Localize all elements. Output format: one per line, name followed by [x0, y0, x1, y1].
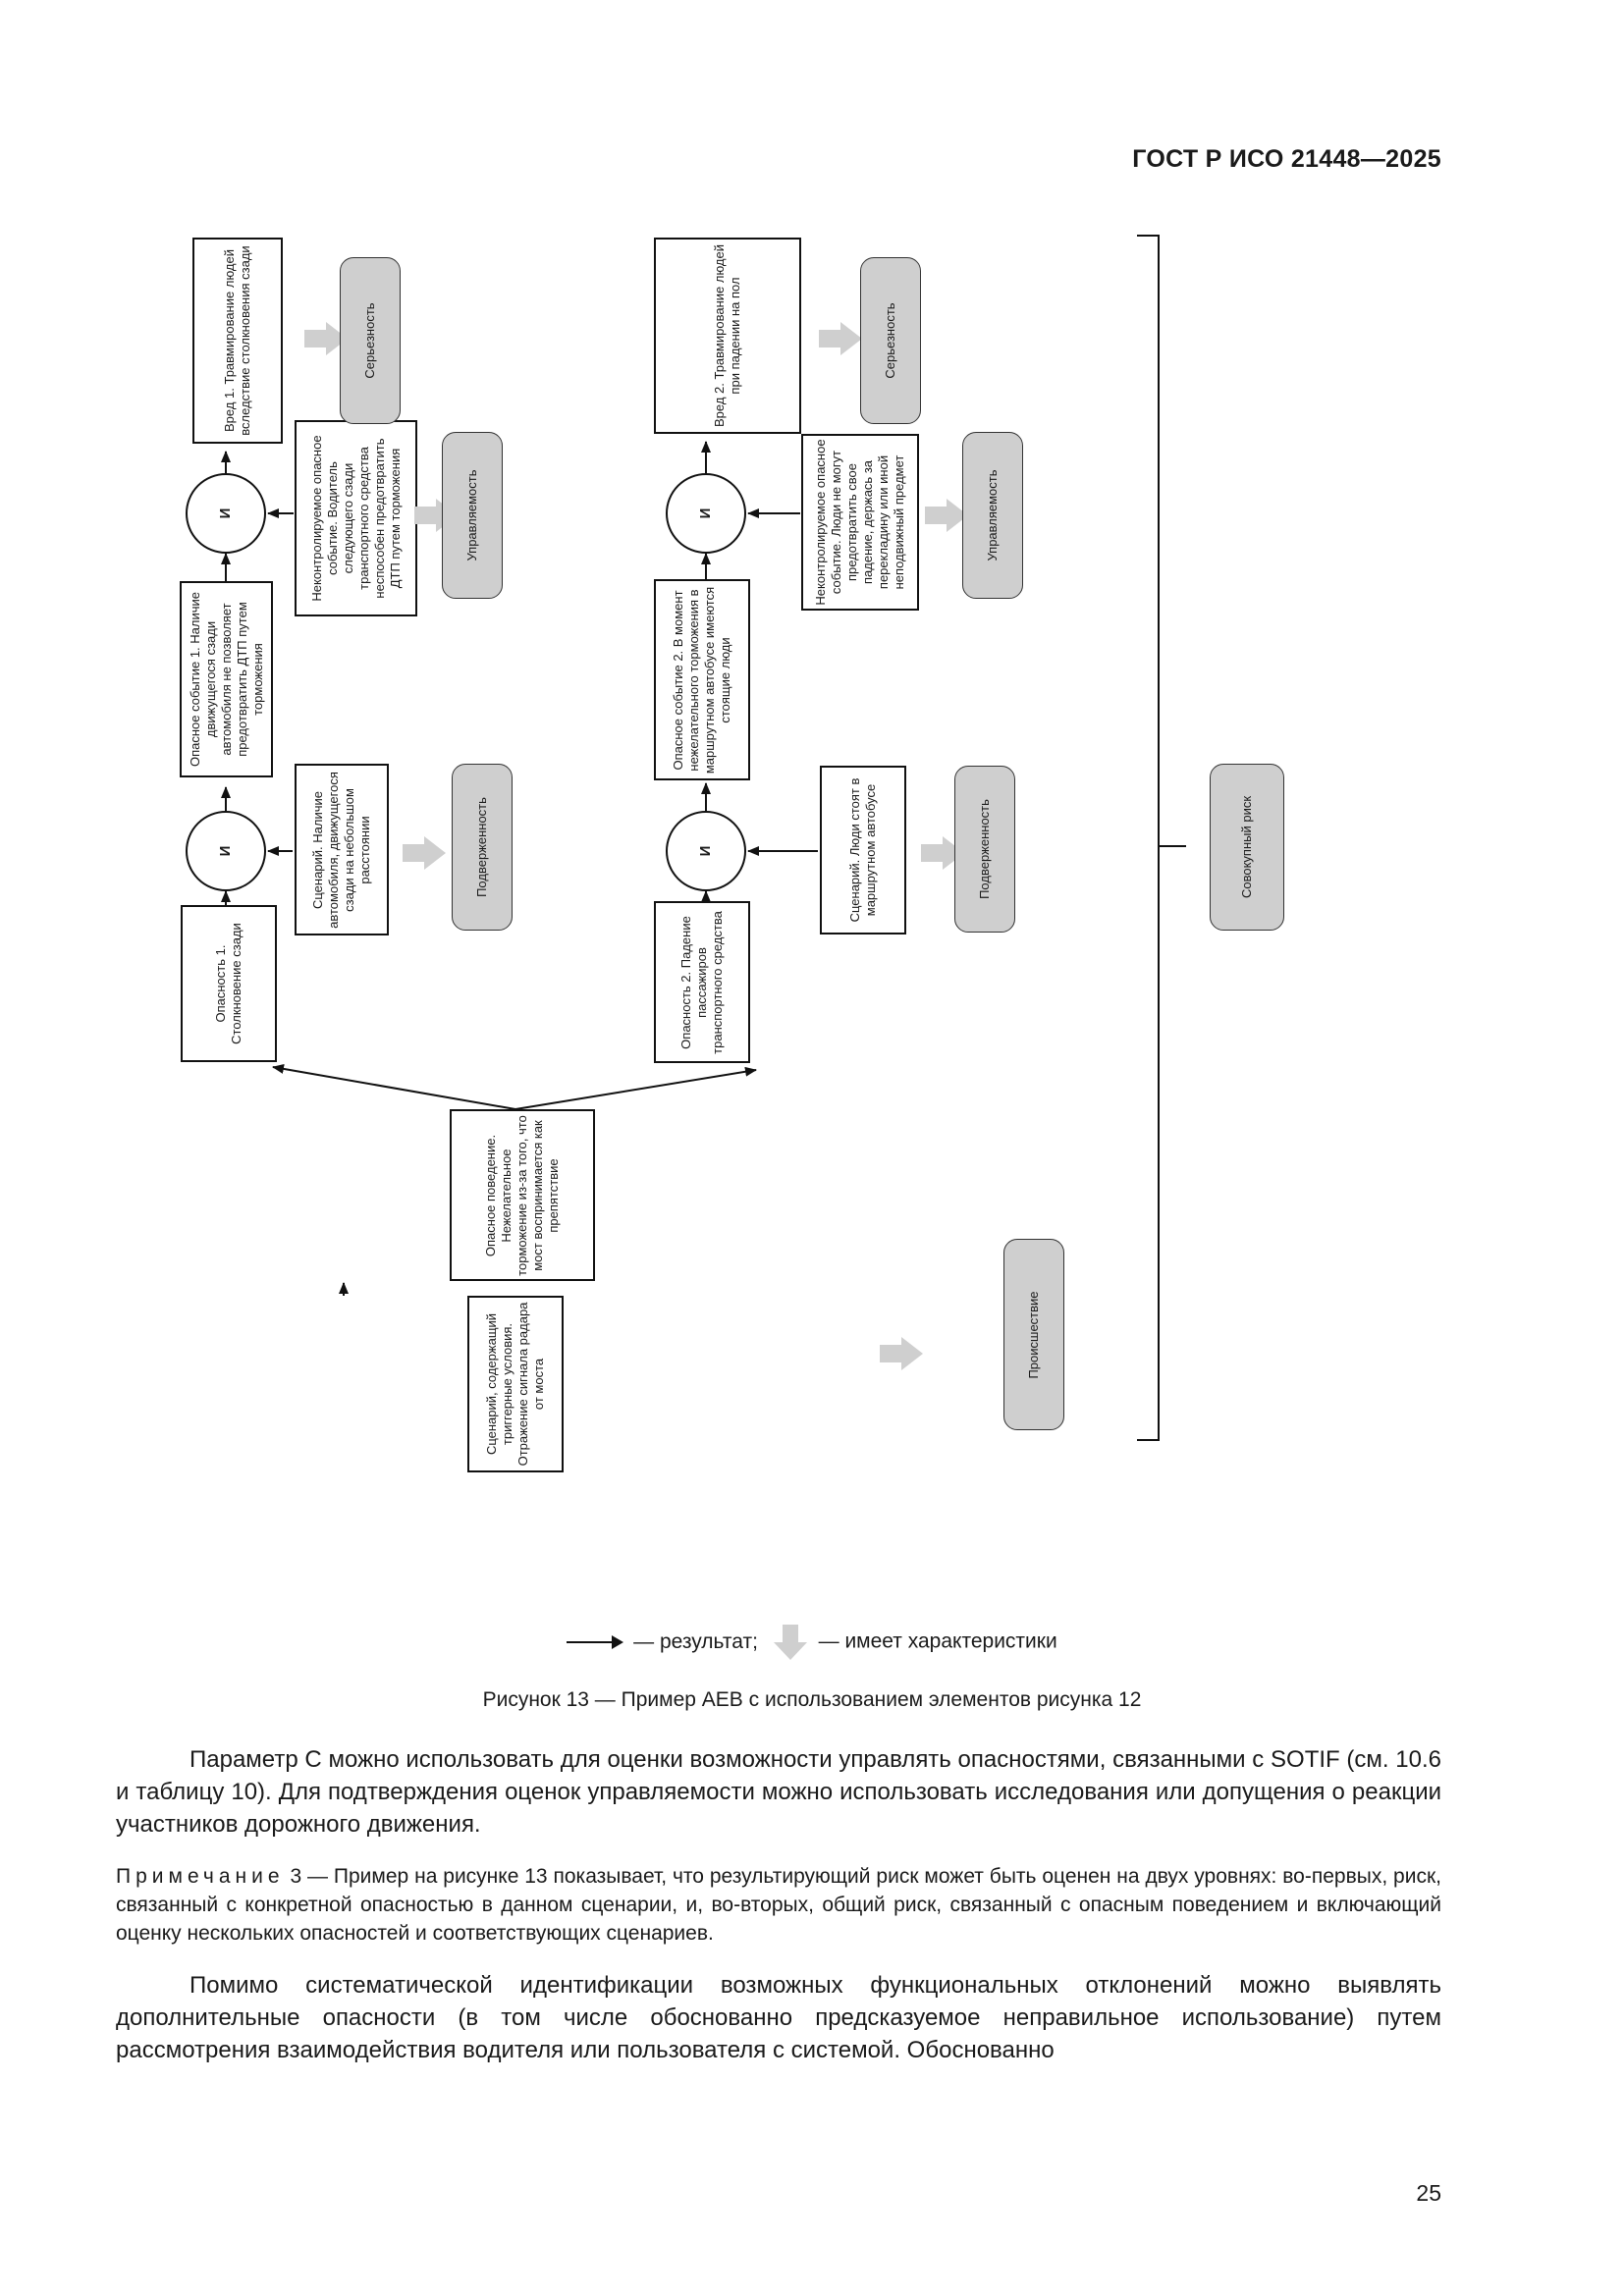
characteristics-arrow-icon	[773, 1625, 807, 1660]
result-arrow-icon	[567, 1635, 624, 1649]
hazard-2-text: Опасность 2. Падение пассажиров транспор…	[678, 910, 725, 1054]
figure-caption: Рисунок 13 — Пример АЕВ с использованием…	[482, 1688, 1142, 1711]
uncontrolled-event-1-box: Неконтролируемое опасное событие. Водите…	[295, 420, 417, 616]
overall-risk-box: Совокупный риск	[1210, 764, 1284, 931]
aeb-diagram: Сценарий, содержащий триггерные условия.…	[180, 228, 1198, 1474]
harm-1-box: Вред 1. Травмирование людей вследствие с…	[192, 238, 283, 444]
and-gate-1-label: И	[217, 845, 234, 857]
scenario-2-box: Сценарий. Люди стоят в маршрутном автобу…	[820, 766, 906, 934]
harm-2-text: Вред 2. Травмирование людей при падении …	[712, 244, 742, 427]
controllability-1-text: Управляемость	[464, 469, 479, 561]
and-gate-2-label: И	[697, 845, 714, 857]
legend-characteristics: — имеет характеристики	[818, 1629, 1057, 1653]
page-number: 25	[1416, 2180, 1441, 2206]
occurrence-text: Происшествие	[1026, 1290, 1041, 1379]
scenario-1-box: Сценарий. Наличие автомобиля, движущегос…	[295, 764, 389, 935]
hazard-1-text: Опасность 1. Столкновение сзади	[213, 923, 244, 1044]
harm-2-box: Вред 2. Травмирование людей при падении …	[654, 238, 801, 434]
exposure-2-text: Подверженность	[977, 799, 992, 899]
paragraph-1: Параметр C можно использовать для оценки…	[116, 1746, 1441, 1838]
hazardous-event-2-box: Опасное событие 2. В момент нежелательно…	[654, 579, 750, 780]
and-gate-4: И	[666, 473, 746, 554]
hazardous-event-2-text: Опасное событие 2. В момент нежелательно…	[671, 586, 732, 774]
hazard-1-box: Опасность 1. Столкновение сзади	[181, 905, 277, 1062]
and-gate-2: И	[666, 811, 746, 891]
severity-2-box: Серьезность	[860, 257, 921, 424]
exposure-1-box: Подверженность	[452, 764, 513, 931]
controllability-2-text: Управляемость	[985, 469, 1000, 561]
uncontrolled-event-2-text: Неконтролируемое опасное событие. Люди н…	[813, 439, 906, 606]
diagram-connectors	[221, 235, 1186, 1441]
and-gate-3-label: И	[217, 507, 234, 519]
hazard-2-box: Опасность 2. Падение пассажиров транспор…	[654, 901, 750, 1063]
legend-result: — результат;	[633, 1629, 758, 1653]
severity-2-text: Серьезность	[883, 302, 897, 379]
occurrence-box: Происшествие	[1003, 1239, 1064, 1430]
paragraph-2: Помимо систематической идентификации воз…	[116, 1972, 1441, 2063]
controllability-2-box: Управляемость	[962, 432, 1023, 599]
and-gate-4-label: И	[697, 507, 714, 519]
trigger-scenario-text: Сценарий, содержащий триггерные условия.…	[484, 1302, 546, 1467]
hazardous-behavior-box: Опасное поведение. Нежелательное торможе…	[450, 1109, 595, 1281]
scenario-1-text: Сценарий. Наличие автомобиля, движущегос…	[310, 771, 372, 929]
and-gate-1: И	[186, 811, 266, 891]
hazardous-event-1-text: Опасное событие 1. Наличие движущегося с…	[187, 591, 265, 768]
scenario-2-text: Сценарий. Люди стоят в маршрутном автобу…	[847, 777, 878, 923]
note-text: 3 — Пример на рисунке 13 показывает, что…	[116, 1865, 1441, 1945]
and-gate-3: И	[186, 473, 266, 554]
controllability-1-box: Управляемость	[442, 432, 503, 599]
uncontrolled-event-2-box: Неконтролируемое опасное событие. Люди н…	[801, 434, 919, 611]
exposure-2-box: Подверженность	[954, 766, 1015, 933]
hazardous-event-1-box: Опасное событие 1. Наличие движущегося с…	[180, 581, 273, 777]
uncontrolled-event-1-text: Неконтролируемое опасное событие. Водите…	[308, 435, 403, 602]
exposure-1-text: Подверженность	[474, 797, 489, 897]
severity-1-box: Серьезность	[340, 257, 401, 424]
harm-1-text: Вред 1. Травмирование людей вследствие с…	[222, 245, 252, 436]
document-header: ГОСТ Р ИСО 21448—2025	[1132, 145, 1441, 173]
hazardous-behavior-text: Опасное поведение. Нежелательное торможе…	[483, 1114, 561, 1276]
note-label: Примечание	[116, 1865, 285, 1888]
severity-1-text: Серьезность	[362, 302, 377, 379]
figure-legend: — результат; — имеет характеристики	[0, 1625, 1624, 1660]
overall-risk-text: Совокупный риск	[1239, 795, 1254, 899]
trigger-scenario-box: Сценарий, содержащий триггерные условия.…	[467, 1296, 564, 1472]
note-3: Примечание 3 — Пример на рисунке 13 пока…	[116, 1862, 1441, 1948]
